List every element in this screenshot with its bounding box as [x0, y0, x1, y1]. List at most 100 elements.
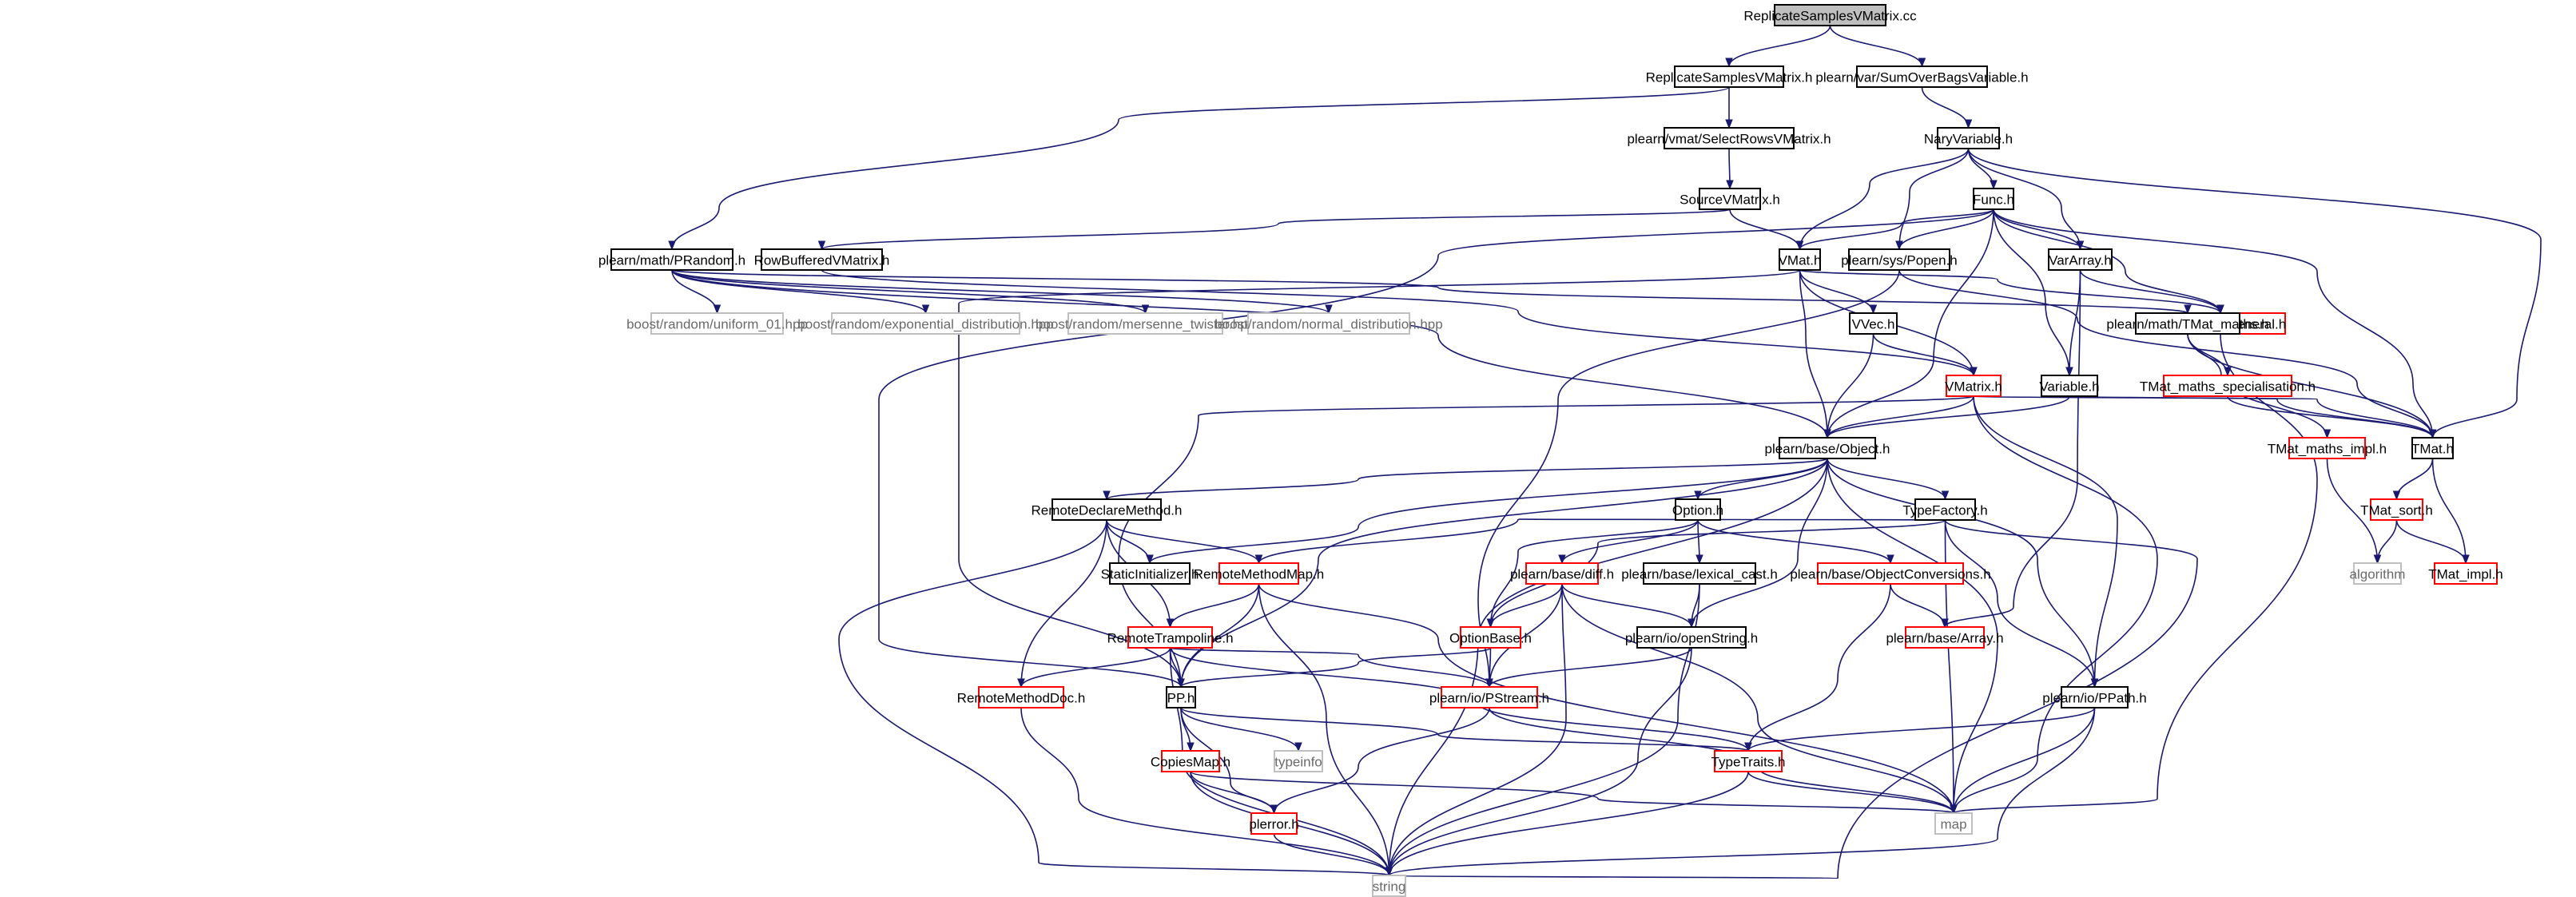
edge-typef-to-rmm	[1254, 518, 1946, 565]
node-perror[interactable]: plerror.h	[1249, 812, 1299, 835]
edge-vmatrix-to-map	[1950, 395, 2158, 815]
node-rmdoc[interactable]: RemoteMethodDoc.h	[957, 686, 1086, 708]
node-box	[2370, 498, 2423, 521]
edge-object-to-typef	[1827, 458, 1950, 501]
node-prand[interactable]: plearn/math/PRandom.h	[598, 248, 745, 271]
node-box	[1067, 312, 1223, 335]
node-popen[interactable]: plearn/sys/Popen.h	[1841, 248, 1958, 271]
edge-openstr-to-pstream	[1485, 647, 1692, 689]
node-label: TMat_impl.h	[2428, 567, 2503, 582]
edge-objconv-to-array	[1890, 583, 1949, 629]
node-box	[2048, 248, 2113, 271]
node-box	[1849, 312, 1898, 335]
node-label: RowBufferedVMatrix.h	[754, 253, 890, 268]
edge-lexcast-to-openstr	[1688, 583, 1700, 629]
node-box	[2061, 686, 2129, 708]
edge-vvec-to-vmatrix	[1872, 333, 1978, 377]
node-pp[interactable]: PP.h	[1166, 686, 1196, 708]
node-vararr[interactable]: VarArray.h	[2048, 248, 2113, 271]
node-tmat[interactable]: TMat.h	[2411, 437, 2454, 459]
node-tmspec[interactable]: TMat_maths_specialisation.h	[2140, 375, 2316, 397]
node-box	[831, 312, 1020, 335]
edge-root-to-sobv	[1829, 25, 1926, 68]
node-rsvm[interactable]: ReplicateSamplesVMatrix.h	[1646, 65, 1813, 88]
node-rtramp[interactable]: RemoteTrampoline.h	[1107, 626, 1234, 649]
node-statinit[interactable]: StaticInitializer.h	[1101, 562, 1199, 585]
node-label: boost/random/mersenne_twister.hpp	[1036, 317, 1255, 332]
node-box	[1973, 188, 2014, 210]
edge-option-to-objconv	[1697, 519, 1894, 565]
edge-popen-to-tmat	[1898, 269, 2437, 439]
node-typeinfo: typeinfo	[1274, 750, 1323, 772]
node-tsort[interactable]: TMat_sort.h	[2360, 498, 2433, 521]
node-objconv[interactable]: plearn/base/ObjectConversions.h	[1790, 562, 1991, 585]
node-label: RemoteMethodMap.h	[1194, 567, 1324, 582]
node-option[interactable]: Option.h	[1672, 498, 1723, 521]
edge-rsvm-to-srvm	[1725, 86, 1733, 129]
edge-openstr-to-string	[1385, 647, 1692, 877]
node-label: TypeTraits.h	[1711, 755, 1786, 770]
node-label: TMat_maths_specialisation.h	[2140, 379, 2316, 395]
node-label: algorithm	[2350, 567, 2406, 582]
node-tmaths[interactable]: plearn/math/TMat_maths.h	[2106, 312, 2269, 335]
edge-prand-to-object	[671, 269, 1831, 439]
node-box	[1441, 686, 1538, 708]
edge-rmm-to-rtramp	[1166, 583, 1260, 629]
edge-variable-to-object	[1823, 395, 2070, 439]
edge-func-to-popen	[1895, 208, 1994, 251]
node-box	[761, 248, 883, 271]
node-label: OptionBase.h	[1449, 631, 1532, 646]
node-timpl[interactable]: TMat_impl.h	[2428, 562, 2503, 585]
node-label: TMat_maths_impl.h	[2268, 442, 2387, 457]
node-rmm[interactable]: RemoteMethodMap.h	[1194, 562, 1324, 585]
node-label: ReplicateSamplesVMatrix.h	[1646, 70, 1813, 85]
node-openstr[interactable]: plearn/io/openString.h	[1625, 626, 1758, 649]
node-label: SourceVMatrix.h	[1680, 192, 1780, 208]
edge-option-to-lexcast	[1695, 519, 1703, 565]
node-string: string	[1372, 875, 1406, 897]
node-box	[1161, 750, 1220, 772]
node-box	[1856, 65, 1988, 88]
node-mt: boost/random/mersenne_twister.hpp	[1036, 312, 1255, 335]
node-lexcast[interactable]: plearn/base/lexical_cast.h	[1621, 562, 1778, 585]
edge-pp-to-typeinfo	[1180, 707, 1302, 752]
node-label: plearn/math/TMat_maths.h	[2106, 317, 2268, 332]
node-rdm[interactable]: RemoteDeclareMethod.h	[1032, 498, 1183, 521]
node-tmimpl[interactable]: TMat_maths_impl.h	[2268, 437, 2387, 459]
node-pstream[interactable]: plearn/io/PStream.h	[1429, 686, 1549, 708]
node-map: map	[1934, 812, 1973, 835]
node-nary[interactable]: NaryVariable.h	[1924, 127, 2013, 149]
node-box	[2434, 562, 2498, 585]
node-ppath[interactable]: plearn/io/PPath.h	[2042, 686, 2147, 708]
edge-object-to-rdm	[1103, 458, 1828, 501]
node-object[interactable]: plearn/base/Object.h	[1765, 437, 1890, 459]
node-box	[1250, 812, 1298, 835]
edges	[668, 25, 2542, 884]
node-svm[interactable]: SourceVMatrix.h	[1680, 188, 1780, 210]
edge-rtramp-to-rmdoc	[1017, 647, 1171, 689]
node-vvec[interactable]: VVec.h	[1849, 312, 1898, 335]
node-variable[interactable]: Variable.h	[2039, 375, 2100, 397]
node-box	[2041, 375, 2098, 397]
node-label: NaryVariable.h	[1924, 132, 2013, 147]
node-func[interactable]: Func.h	[1973, 188, 2014, 210]
node-vmatrix[interactable]: VMatrix.h	[1945, 375, 2002, 397]
node-algorithm: algorithm	[2350, 562, 2406, 585]
edge-vmatrix-to-tmat	[1973, 395, 2437, 439]
node-diff[interactable]: plearn/base/diff.h	[1510, 562, 1614, 585]
node-typef[interactable]: TypeFactory.h	[1902, 498, 1988, 521]
node-array[interactable]: plearn/base/Array.h	[1886, 626, 2004, 649]
edge-prand-to-expd	[671, 269, 930, 315]
edge-variable-to-tmat	[2069, 395, 2437, 439]
node-srvm[interactable]: plearn/vmat/SelectRowsVMatrix.h	[1627, 127, 1831, 149]
node-sobv[interactable]: plearn/var/SumOverBagsVariable.h	[1815, 65, 2029, 88]
edge-vararr-to-general	[2079, 269, 2224, 315]
node-optbase[interactable]: OptionBase.h	[1449, 626, 1532, 649]
node-label: VarArray.h	[2049, 253, 2112, 268]
node-vmat[interactable]: VMat.h	[1779, 248, 1822, 271]
node-rbvm[interactable]: RowBufferedVMatrix.h	[754, 248, 890, 271]
node-copiesmap[interactable]: CopiesMap.h	[1151, 750, 1230, 772]
node-typetraits[interactable]: TypeTraits.h	[1711, 750, 1786, 772]
edge-ppath-to-string	[1385, 707, 2096, 877]
